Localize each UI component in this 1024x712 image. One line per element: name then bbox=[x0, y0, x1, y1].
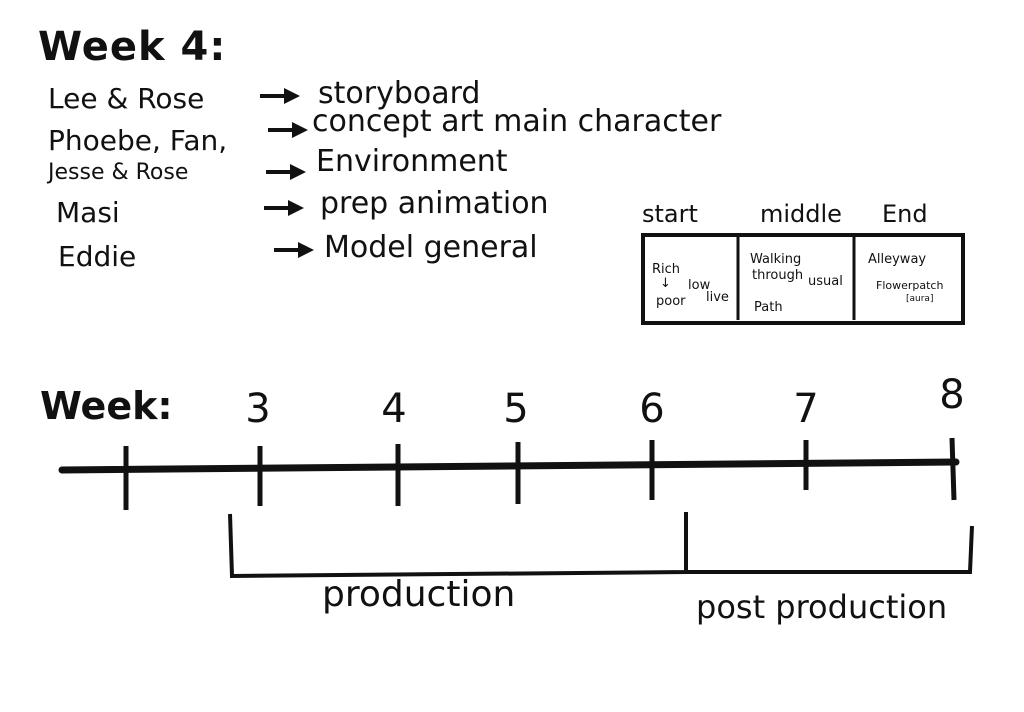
story-cell: Flowerpatch bbox=[876, 279, 944, 292]
week-tick-label: 8 bbox=[939, 372, 965, 418]
assignment-task: storyboard bbox=[318, 76, 481, 111]
story-cell: usual bbox=[808, 274, 843, 289]
assignment-name: Jesse & Rose bbox=[48, 160, 189, 185]
assignment-task: prep animation bbox=[320, 186, 549, 221]
arrow-right-icon bbox=[266, 164, 306, 180]
story-cell: Alleyway bbox=[868, 252, 927, 267]
story-cell: Rich bbox=[652, 262, 681, 277]
assignment-task: concept art main character bbox=[312, 104, 722, 139]
week-tick-label: 3 bbox=[245, 386, 271, 432]
story-cell: Walking bbox=[750, 252, 802, 267]
week-tick-label: 7 bbox=[793, 386, 819, 432]
arrow-right-icon bbox=[260, 88, 300, 104]
week-tick-label: 6 bbox=[639, 386, 665, 432]
assignment-task: Environment bbox=[316, 144, 508, 179]
story-cell: through bbox=[752, 268, 804, 283]
arrow-right-icon bbox=[268, 122, 308, 138]
assignment-task: Model general bbox=[324, 230, 538, 265]
story-cell: live bbox=[706, 290, 729, 305]
timeline-label: Week: bbox=[40, 384, 173, 428]
timeline-axis bbox=[58, 458, 960, 474]
post-production-bracket bbox=[686, 525, 974, 574]
story-cell: [aura] bbox=[906, 294, 934, 304]
arrow-right-icon bbox=[264, 200, 304, 216]
arrow-right-icon bbox=[274, 242, 314, 258]
story-cell: poor bbox=[656, 294, 686, 309]
assignment-name: Lee & Rose bbox=[48, 82, 205, 115]
story-header-end: End bbox=[882, 200, 928, 228]
story-header-start: start bbox=[642, 200, 698, 228]
phase-label-production: production bbox=[322, 574, 516, 615]
assignment-name: Masi bbox=[56, 196, 120, 229]
story-cell: low bbox=[688, 278, 711, 293]
phase-label-post-production: post production bbox=[696, 588, 948, 626]
assignment-name: Eddie bbox=[58, 240, 137, 273]
week-tick-label: 5 bbox=[503, 386, 529, 432]
story-header-middle: middle bbox=[760, 200, 842, 228]
assignment-name: Phoebe, Fan, bbox=[48, 124, 228, 157]
timeline-tick bbox=[949, 437, 957, 501]
story-cell: Path bbox=[754, 300, 783, 315]
production-bracket bbox=[228, 512, 688, 579]
story-cell: ↓ bbox=[660, 276, 671, 291]
week-tick-label: 4 bbox=[381, 386, 407, 432]
page-title: Week 4: bbox=[38, 24, 227, 70]
story-table-frame bbox=[641, 233, 965, 325]
